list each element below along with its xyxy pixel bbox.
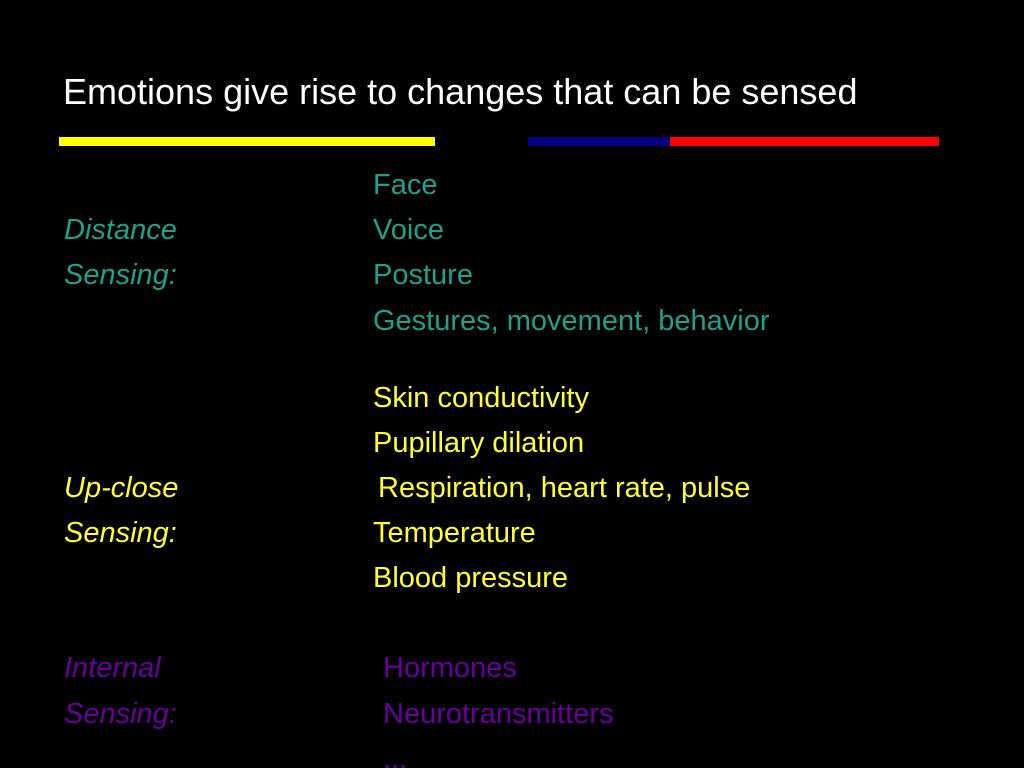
upclose-item-pupil: Pupillary dilation — [373, 427, 585, 459]
upclose-item-respiration: Respiration, heart rate, pulse — [378, 472, 751, 504]
slide-title: Emotions give rise to changes that can b… — [63, 71, 858, 112]
upclose-sensing-label: Sensing: — [64, 517, 177, 549]
distance-label: Distance — [64, 214, 177, 246]
upclose-item-blood-pressure: Blood pressure — [373, 562, 569, 594]
internal-item-hormones: Hormones — [383, 652, 517, 684]
internal-label: Internal — [64, 652, 161, 684]
internal-item-neurotransmitters: Neurotransmitters — [383, 698, 614, 730]
distance-item-gestures: Gestures, movement, behavior — [373, 305, 770, 337]
distance-item-face: Face — [373, 169, 438, 201]
distance-item-posture: Posture — [373, 259, 473, 291]
red-divider — [670, 137, 939, 146]
upclose-item-temperature: Temperature — [373, 517, 536, 549]
upclose-item-skin: Skin conductivity — [373, 382, 589, 414]
internal-sensing-label: Sensing: — [64, 698, 177, 730]
internal-item-more: ... — [383, 743, 408, 768]
distance-item-voice: Voice — [373, 214, 444, 246]
yellow-divider — [59, 137, 435, 146]
distance-sensing-label: Sensing: — [64, 259, 177, 291]
blue-divider — [528, 137, 670, 146]
upclose-label: Up-close — [64, 472, 179, 504]
